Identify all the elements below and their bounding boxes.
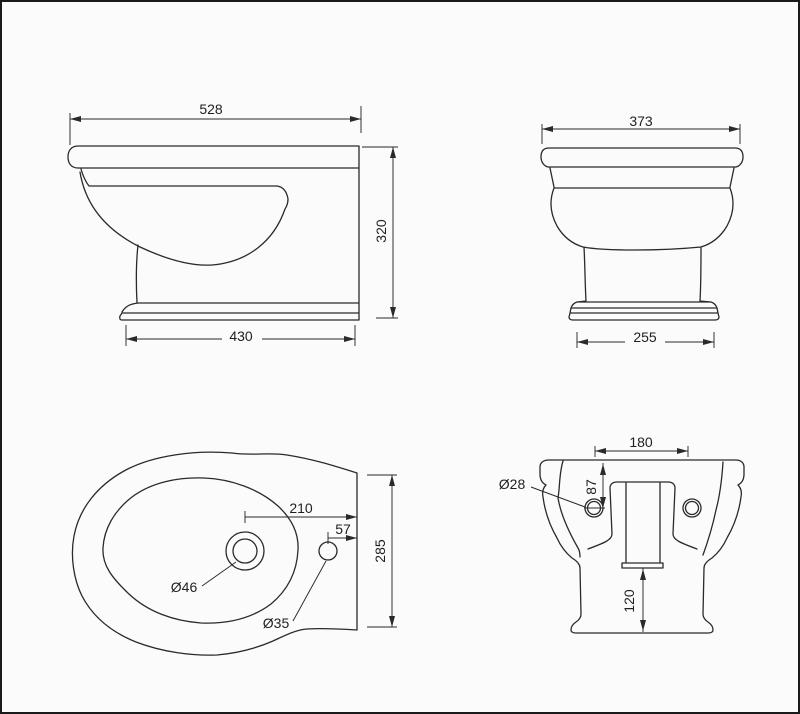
dim-side-width-label: 528 <box>199 101 223 117</box>
rear-view: 180 87 Ø28 120 <box>499 434 745 634</box>
rear-view-dimension-lines <box>584 446 689 632</box>
rear-view-inlet-tower-outline <box>587 481 698 550</box>
dim-front-base-label-mask <box>625 330 665 344</box>
dim-plan-drain-diameter-label: Ø46 <box>171 579 198 595</box>
dim-rear-fixing-drop-label: 87 <box>583 479 599 495</box>
rear-right-fixing-hole-outer <box>682 498 702 518</box>
rear-view-right-fold-line <box>702 461 724 556</box>
dim-plan-tap-offset-label: 57 <box>335 521 351 537</box>
dim-rear-outlet-height-label: 120 <box>621 589 637 613</box>
plan-view-basin-outline <box>102 477 299 624</box>
rear-right-fixing-hole-inner <box>684 500 700 516</box>
plan-drain-hole-outer <box>225 531 265 571</box>
plan-view-dimension-lines <box>244 474 397 628</box>
dim-plan-depth-label: 285 <box>372 539 388 563</box>
plan-view-outer-outline <box>71 451 358 656</box>
dim-side-height-label: 320 <box>373 219 389 243</box>
front-view: 373 255 <box>540 113 744 348</box>
plan-view-leader-lines <box>201 560 327 622</box>
rear-view-leader-line <box>530 486 586 508</box>
rear-view-outline <box>539 459 745 634</box>
side-view: 528 320 430 <box>67 101 398 346</box>
plan-view: 210 57 285 Ø46 Ø35 <box>71 451 397 656</box>
front-view-arrowheads <box>542 126 740 345</box>
dim-front-base-label: 255 <box>633 329 657 345</box>
side-view-arrowheads <box>70 116 396 342</box>
plan-tap-hole <box>318 541 338 561</box>
dim-rear-fixing-spacing-label: 180 <box>629 434 653 450</box>
front-view-outline <box>540 147 744 321</box>
dim-plan-drain-offset-label: 210 <box>289 500 313 516</box>
side-view-outline <box>67 145 360 321</box>
dim-plan-tap-diameter-label: Ø35 <box>263 615 290 631</box>
front-view-dimension-lines <box>541 124 741 348</box>
dim-front-width-label: 373 <box>629 113 653 129</box>
side-view-dimension-lines <box>69 106 398 346</box>
plan-drain-hole-inner <box>232 538 258 564</box>
rear-view-outlet-slot <box>621 482 664 569</box>
dim-side-base-label: 430 <box>229 328 253 344</box>
dim-side-base-label-mask <box>222 328 262 342</box>
dim-rear-fixing-diameter-label: Ø28 <box>499 476 526 492</box>
rear-view-left-fold-line <box>557 460 581 558</box>
